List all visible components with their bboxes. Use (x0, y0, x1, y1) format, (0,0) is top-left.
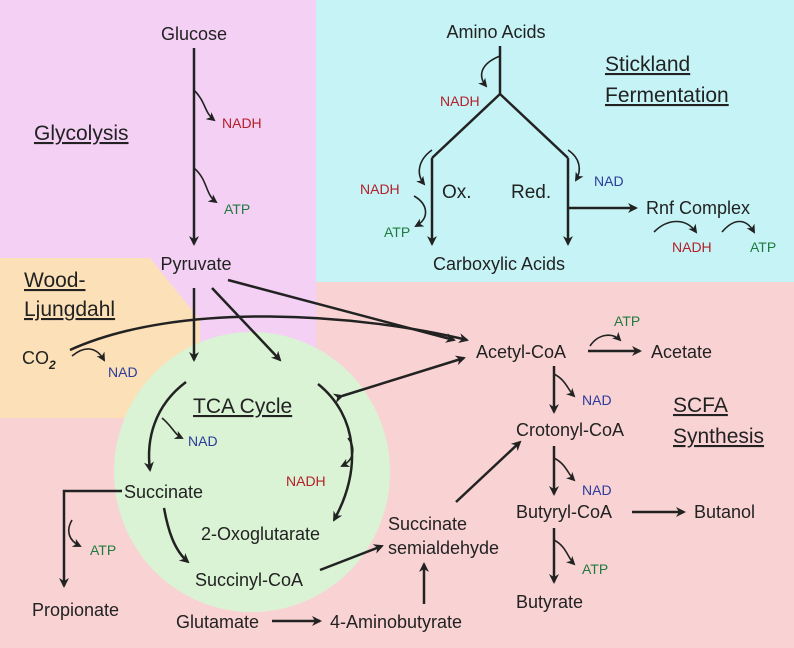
acetyl-coa-label: Acetyl-CoA (476, 342, 566, 362)
glycolysis-nadh-curve (193, 89, 216, 122)
rnf-atp-label: ATP (750, 239, 776, 255)
acetate-atp-curve (589, 331, 622, 347)
glycolysis-atp-label: ATP (224, 201, 250, 217)
tca-cycle-title: TCA Cycle (193, 395, 292, 418)
ox-atp-label: ATP (384, 224, 410, 240)
tca-region (114, 332, 390, 612)
oxoglutarate-label: 2-Oxoglutarate (201, 524, 320, 544)
red-branch-line (499, 93, 569, 159)
semialdehyde-to-crotonylcoa-arrow (455, 440, 522, 503)
butyryl-coa-label: Butyryl-CoA (516, 502, 612, 522)
succinylcoa-to-semialdehyde-arrow (319, 544, 384, 572)
pyruvate-to-acetylcoa-arrow (227, 278, 456, 343)
acetylcoa-tca-double-arrow (332, 355, 466, 404)
propionate-atp-curve (67, 519, 82, 547)
ox-nadh-curve (416, 149, 433, 186)
wood-ljungdahl-title-line1: Wood- (24, 269, 85, 292)
crotonyl-nad-curve (553, 373, 576, 398)
rnf-complex-label: Rnf Complex (646, 198, 750, 218)
crotonyl-nad-label: NAD (582, 392, 612, 408)
propionate-label: Propionate (32, 600, 119, 620)
amino-acids-label: Amino Acids (446, 22, 545, 42)
butyrate-atp-curve (553, 539, 576, 566)
amino-nadh-curve (478, 55, 501, 88)
glycolysis-nadh-label: NADH (222, 115, 262, 131)
rnf-nadh-curve (653, 220, 698, 234)
ox-atp-curve (413, 195, 427, 227)
ox-nadh-label: NADH (360, 181, 400, 197)
scfa-title-line2: Synthesis (673, 425, 764, 448)
ox-label: Ox. (442, 182, 472, 203)
red-nad-curve (567, 149, 584, 182)
butyrate-label: Butyrate (516, 592, 583, 612)
wl-nad-label: NAD (108, 364, 138, 380)
succinate-semialdehyde-line1: Succinate (388, 514, 467, 534)
red-nad-label: NAD (594, 173, 624, 189)
tca-oxidative-arc (143, 381, 187, 472)
red-label: Red. (511, 182, 551, 203)
tca-nad-curve (161, 417, 184, 439)
co2-subscript: 2 (48, 358, 56, 372)
rnf-nadh-label: NADH (672, 239, 712, 255)
propionate-atp-label: ATP (90, 542, 116, 558)
tca-nadh-label: NADH (286, 473, 326, 489)
wl-nad-curve (71, 348, 105, 362)
succinate-to-propionate-arrow (59, 489, 122, 588)
succinate-label: Succinate (124, 482, 203, 502)
butyrate-atp-label: ATP (582, 561, 608, 577)
stickland-region (316, 0, 794, 282)
glutamate-label: Glutamate (176, 612, 259, 632)
butyryl-nad-curve (553, 457, 576, 482)
crotonyl-coa-label: Crotonyl-CoA (516, 420, 624, 440)
glucose-label: Glucose (161, 24, 227, 44)
acetate-atp-label: ATP (614, 313, 640, 329)
aminobutyrate-label: 4-Aminobutyrate (330, 612, 462, 632)
tca-nadh-curve (340, 437, 354, 467)
stickland-title-line1: Stickland (605, 53, 690, 76)
succinate-semialdehyde-line2: semialdehyde (388, 538, 499, 558)
pyruvate-label: Pyruvate (160, 254, 231, 274)
glycolysis-atp-curve (193, 167, 218, 204)
co2-label: CO2 (22, 348, 56, 372)
rnf-atp-curve (721, 220, 755, 234)
butyryl-nad-label: NAD (582, 482, 612, 498)
succinyl-coa-label: Succinyl-CoA (195, 570, 303, 590)
acetate-label: Acetate (651, 342, 712, 362)
butanol-label: Butanol (694, 502, 755, 522)
stickland-title-line2: Fermentation (605, 84, 729, 107)
tca-nad-label: NAD (188, 433, 218, 449)
wood-ljungdahl-title-line2: Ljungdahl (24, 298, 115, 321)
scfa-title-line1: SCFA (673, 394, 728, 417)
carboxylic-acids-label: Carboxylic Acids (433, 254, 565, 274)
amino-nadh-label: NADH (440, 93, 480, 109)
ox-branch-line (431, 93, 501, 159)
pyruvate-to-tca-right-arrow (211, 287, 282, 362)
glycolysis-title: Glycolysis (34, 122, 129, 145)
succinate-to-succinylcoa-arrow (162, 507, 190, 564)
